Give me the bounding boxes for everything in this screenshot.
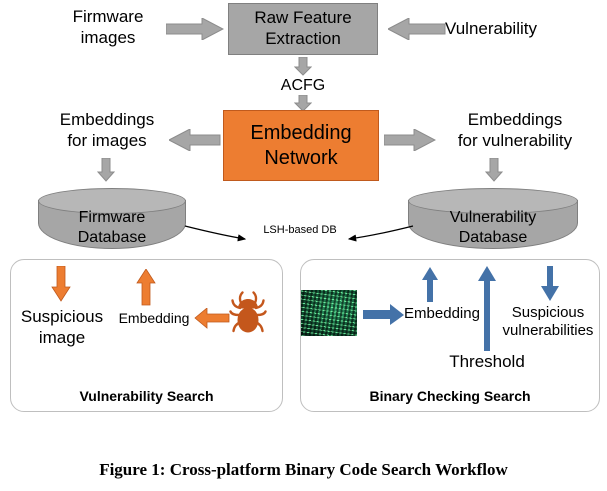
label-acfg: ACFG (263, 76, 343, 96)
title-vulnerability-search: Vulnerability Search (10, 388, 283, 404)
embeddings-vuln-line1: Embeddings (467, 110, 563, 129)
binary-code-image (301, 290, 357, 336)
arrow-suspicious-image (51, 266, 71, 302)
label-vulnerability-input: Vulnerability (445, 19, 595, 40)
suspicious-image-line2: image (38, 327, 86, 347)
arrow-suspicious-vulnerabilities (540, 266, 560, 302)
cylinder-firmware-database: Firmware Database (38, 188, 186, 250)
lsh-based-db-text: LSH-based DB (263, 224, 337, 236)
embeddings-images-line1: Embeddings (59, 110, 155, 129)
label-threshold: Threshold (437, 352, 537, 373)
arrow-firmware-to-extraction (166, 18, 224, 40)
vulnerability-database-label: Vulnerability Database (408, 208, 578, 247)
label-embeddings-for-vulnerability: Embeddings for vulnerability (431, 110, 599, 151)
figure-caption-text: Figure 1: Cross-platform Binary Code Sea… (99, 460, 508, 479)
binary-checking-search-text: Binary Checking Search (369, 388, 531, 404)
label-suspicious-vulnerabilities: Suspicious vulnerabilities (489, 304, 607, 341)
bug-icon (228, 291, 268, 335)
box-raw-feature-extraction: Raw Feature Extraction (228, 3, 378, 55)
lsh-connectors (183, 208, 415, 250)
arrow-extraction-to-acfg (294, 57, 312, 76)
arrow-vulnerability-to-extraction (388, 18, 446, 40)
arrow-embedding-up-left (136, 269, 156, 306)
label-embeddings-for-images: Embeddings for images (42, 110, 172, 151)
arrow-threshold (477, 266, 497, 352)
vulnerability-input-text: Vulnerability (445, 19, 537, 38)
embeddings-images-line2: for images (67, 130, 147, 150)
firmware-database-label: Firmware Database (38, 208, 186, 247)
arrow-embedding-up-right (421, 267, 439, 303)
embedding-right-text: Embedding (404, 305, 480, 322)
suspicious-vulnerabilities-line1: Suspicious (511, 304, 585, 321)
suspicious-image-line1: Suspicious (20, 307, 104, 326)
label-suspicious-image: Suspicious image (10, 307, 114, 348)
label-lsh-based-db: LSH-based DB (238, 224, 362, 237)
arrow-to-vulnerability-database (485, 158, 503, 182)
label-firmware-images: Firmware images (48, 7, 168, 48)
arrow-binary-to-embedding (363, 304, 405, 326)
firmware-database-line2: Database (77, 228, 147, 246)
firmware-database-line1: Firmware (78, 209, 146, 226)
box-embedding-network: Embedding Network (223, 110, 379, 181)
firmware-images-line2: images (80, 27, 136, 47)
arrow-network-to-vulnerability (384, 129, 436, 151)
threshold-text: Threshold (449, 352, 525, 371)
raw-feature-extraction-line1: Raw Feature (254, 8, 352, 28)
cylinder-vulnerability-database: Vulnerability Database (408, 188, 578, 250)
embeddings-vuln-line2: for vulnerability (457, 130, 573, 150)
vulnerability-database-line2: Database (458, 228, 528, 246)
arrow-bug-to-embedding (194, 308, 230, 329)
suspicious-vulnerabilities-line2: vulnerabilities (502, 322, 594, 340)
arrow-network-to-images (169, 129, 221, 151)
vulnerability-search-text: Vulnerability Search (79, 388, 214, 404)
label-embedding-right: Embedding (400, 305, 484, 323)
raw-feature-extraction-line2: Extraction (265, 29, 341, 48)
firmware-images-line1: Firmware (72, 7, 144, 26)
binary-code-texture (301, 290, 357, 336)
embedding-left-text: Embedding (118, 310, 190, 326)
vulnerability-database-line1: Vulnerability (449, 209, 537, 226)
title-binary-checking-search: Binary Checking Search (300, 388, 600, 404)
embedding-network-line2: Network (264, 146, 338, 169)
acfg-text: ACFG (280, 77, 326, 94)
label-embedding-left: Embedding (112, 310, 196, 327)
figure-caption: Figure 1: Cross-platform Binary Code Sea… (0, 460, 607, 480)
embedding-network-line1: Embedding (250, 122, 352, 145)
arrow-acfg-to-network (294, 95, 312, 112)
arrow-to-firmware-database (97, 158, 115, 182)
